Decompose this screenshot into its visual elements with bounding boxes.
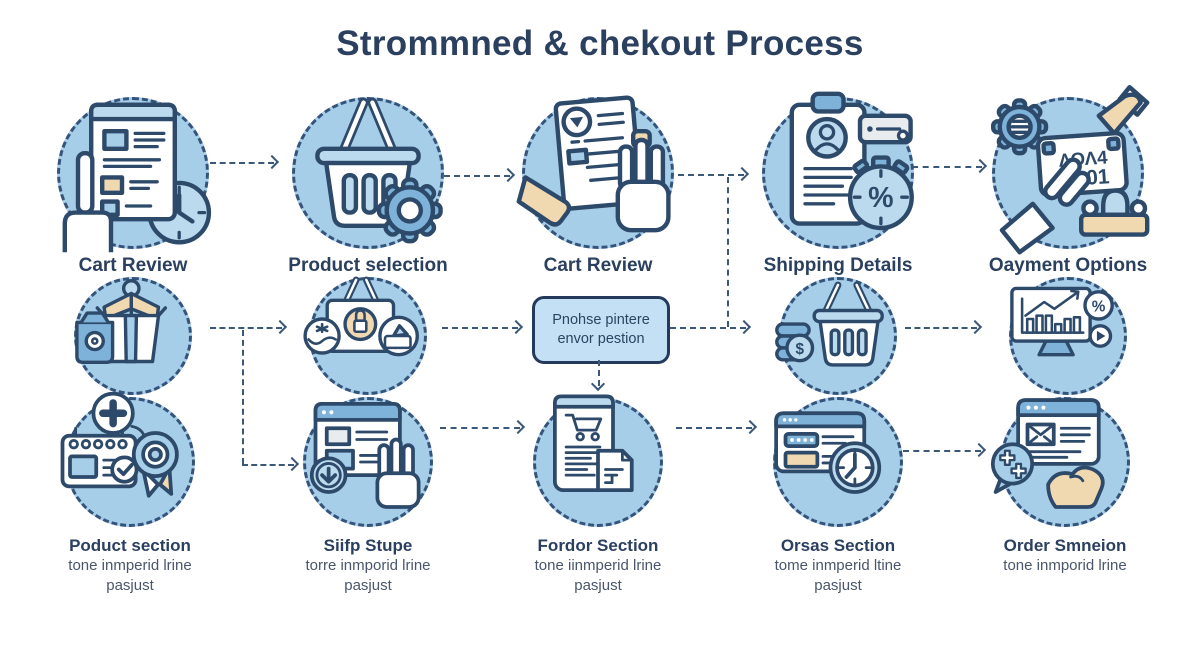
- step-poduct-section: Poduct section tone inmperid lrine pasju…: [15, 391, 245, 596]
- payment-form-clock-icon: [774, 411, 882, 494]
- step-label: Cart Review: [78, 255, 188, 276]
- step-basket-coins: $: [723, 277, 953, 395]
- step-orsas-section: Orsas Section tome inmperid ltine pasjus…: [723, 397, 953, 596]
- step-subline: tone inmperid lrine: [68, 557, 192, 574]
- basket-coins-icon: $: [775, 281, 884, 367]
- shopping-bag-lock-icon: [303, 276, 419, 357]
- step-subline: tone iinmperid lrine: [534, 557, 662, 574]
- step-subline: tome inmperid ltine: [774, 557, 902, 574]
- step-siifp-stupe: Siifp Stupe torre inmporid lrine pasjust: [253, 397, 483, 596]
- connector-row2-2-box: [442, 327, 518, 329]
- note-box-line2: envor pestion: [557, 331, 645, 347]
- note-box: Pnohse pintere envor pestion: [532, 296, 670, 364]
- step-circle: [303, 397, 433, 527]
- note-box-line1: Pnohse pintere: [552, 312, 650, 328]
- connector-row1-1-2: [210, 162, 274, 164]
- open-package-icon: [75, 279, 167, 365]
- analytics-monitor-icon: %: [1010, 286, 1114, 357]
- step-label: Siifp Stupe: [323, 536, 413, 555]
- step-cart-review-2: Cart Review: [483, 95, 713, 277]
- download-page-icon: [309, 402, 421, 509]
- calendar-award-icon: [60, 391, 179, 498]
- step-label: Orsas Section: [780, 536, 896, 555]
- basket-gear-icon: [315, 97, 443, 244]
- order-confirmation-chat-icon: [990, 398, 1105, 509]
- connector-row2-4-5: [905, 327, 977, 329]
- connector-box-down: [598, 360, 600, 386]
- step-subline: pasjust: [106, 577, 154, 594]
- step-shipping-details: % Shipping Details: [723, 91, 953, 277]
- step-label: Poduct section: [69, 536, 191, 555]
- step-label: Fordor Section: [537, 536, 659, 555]
- step-subline: pasjust: [574, 577, 622, 594]
- page-title: Strommned & chekout Process: [336, 24, 864, 63]
- step-circle: ΛΟΛ4 201: [991, 85, 1150, 255]
- step-analytics-monitor: %: [953, 277, 1183, 395]
- step-payment-options: ΛΟΛ4 201 Oayment Options: [953, 85, 1183, 277]
- connector-row1-3-4: [678, 174, 744, 176]
- step-circle: [303, 276, 427, 395]
- connector-row3-4-5: [903, 450, 981, 452]
- checklist-hands-icon: [516, 95, 671, 233]
- credit-card-payment-icon: ΛΟΛ4 201: [991, 85, 1150, 255]
- step-circle: [516, 95, 674, 249]
- order-document-icon: [553, 394, 634, 492]
- connector-row3-3-4: [676, 427, 752, 429]
- percent-glyph: %: [1092, 298, 1106, 315]
- dollar-glyph: $: [795, 341, 804, 358]
- connector-elbow-row3-2: [242, 464, 294, 466]
- step-product-selection: Product selection: [253, 97, 483, 277]
- step-label: Order Smneion: [1003, 536, 1127, 555]
- clipboard-discount-icon: %: [789, 91, 914, 231]
- connector-vertical-row2-row3: [242, 330, 244, 464]
- connector-vertical-row1-row2: [727, 177, 729, 327]
- connector-row3-2-3: [440, 427, 520, 429]
- step-order-smneion: Order Smneion tone inmporid lrine: [950, 397, 1180, 576]
- step-open-package: [18, 277, 248, 395]
- step-circle: [57, 97, 212, 253]
- step-label: Oayment Options: [988, 255, 1148, 276]
- step-circle: [60, 391, 195, 527]
- step-circle: [990, 397, 1130, 527]
- document-review-clock-icon: [62, 102, 212, 253]
- step-subline: tone inmporid lrine: [1003, 557, 1127, 574]
- step-circle: %: [762, 91, 914, 249]
- connector-row2-1-2: [210, 327, 282, 329]
- step-subline: pasjust: [344, 577, 392, 594]
- step-subline: pasjust: [814, 577, 862, 594]
- step-subline: torre inmporid lrine: [305, 557, 431, 574]
- connector-row1-4-5: [912, 166, 982, 168]
- step-secure-bag: [253, 276, 483, 395]
- step-fordor-section: Fordor Section tone iinmperid lrine pasj…: [483, 394, 713, 596]
- step-circle: [773, 397, 903, 527]
- connector-row2-box-4: [670, 327, 746, 329]
- step-label: Shipping Details: [763, 255, 913, 276]
- step-circle: [74, 277, 192, 395]
- connector-row1-2-3: [444, 175, 510, 177]
- step-cart-review-1: Cart Review: [18, 97, 248, 277]
- step-label: Product selection: [288, 255, 448, 276]
- step-circle: [292, 97, 444, 249]
- step-circle: $: [775, 277, 897, 395]
- step-circle: [533, 394, 663, 527]
- step-circle: %: [1009, 277, 1127, 395]
- step-label: Cart Review: [543, 255, 653, 276]
- percent-glyph: %: [868, 182, 893, 214]
